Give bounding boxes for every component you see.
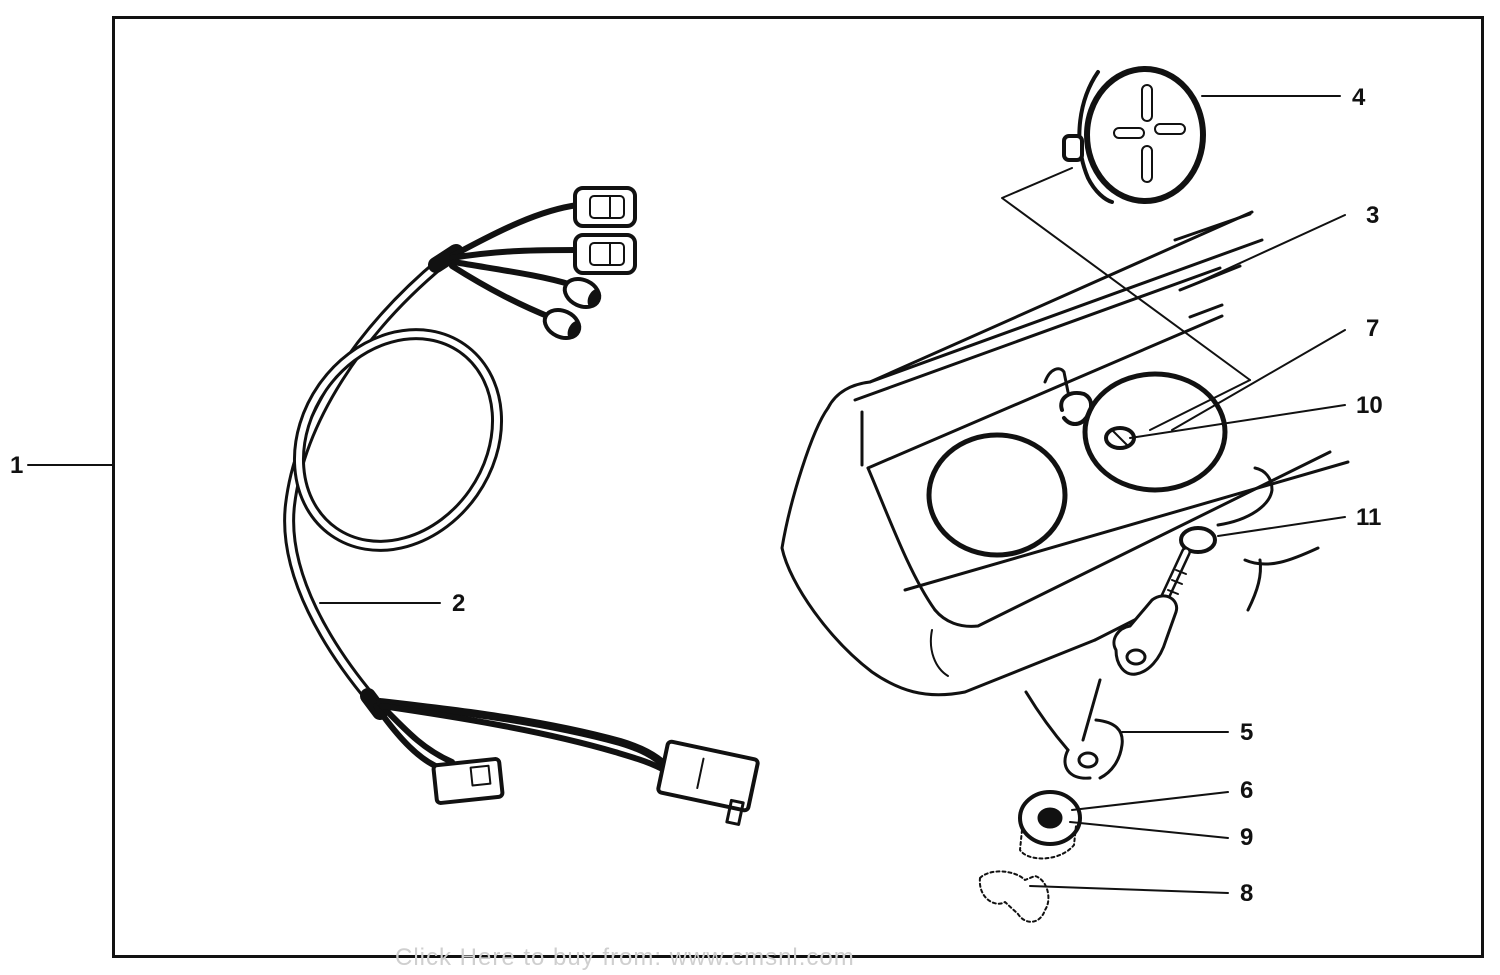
callout-10: 10 xyxy=(1356,392,1383,419)
callout-4: 4 xyxy=(1352,84,1366,111)
connector-lower-right xyxy=(658,741,759,824)
leader-line-10 xyxy=(1130,405,1345,438)
watermark: Click Here to buy from: www.cmsnl.com xyxy=(395,944,855,971)
leader-line-3 xyxy=(1190,215,1345,286)
bullet-terminal-1 xyxy=(560,274,604,313)
leader-line-9 xyxy=(1070,822,1228,838)
leader-line-6 xyxy=(1072,792,1228,810)
leader-line-7 xyxy=(1172,330,1345,430)
callout-9: 9 xyxy=(1240,824,1254,851)
callout-7: 7 xyxy=(1366,315,1380,342)
grommet xyxy=(1020,792,1080,858)
gauge-opening-right xyxy=(1085,374,1225,490)
callout-6: 6 xyxy=(1240,777,1254,804)
wire-harness xyxy=(258,188,758,824)
callout-11: 11 xyxy=(1356,504,1382,531)
tachometer xyxy=(1002,69,1250,430)
bullet-terminal-2 xyxy=(540,305,584,344)
leader-line-8 xyxy=(1030,886,1228,893)
diagram-frame xyxy=(112,16,1484,958)
callout-3: 3 xyxy=(1366,202,1380,229)
connector-upper-2 xyxy=(575,235,635,273)
callout-1: 1 xyxy=(10,452,24,479)
leader-line-11 xyxy=(1218,517,1345,536)
screw-10 xyxy=(1106,428,1134,448)
callout-5: 5 xyxy=(1240,719,1254,746)
connector-upper-1 xyxy=(575,188,635,226)
callout-8: 8 xyxy=(1240,880,1254,907)
callout-2: 2 xyxy=(452,590,466,617)
nut-8 xyxy=(980,871,1049,921)
bracket-5 xyxy=(1026,596,1177,778)
meter-housing xyxy=(782,212,1348,695)
gauge-opening-left xyxy=(929,435,1065,555)
clamp-7 xyxy=(1061,393,1091,424)
harness-trunk xyxy=(289,262,442,700)
connector-lower-left xyxy=(433,759,503,804)
